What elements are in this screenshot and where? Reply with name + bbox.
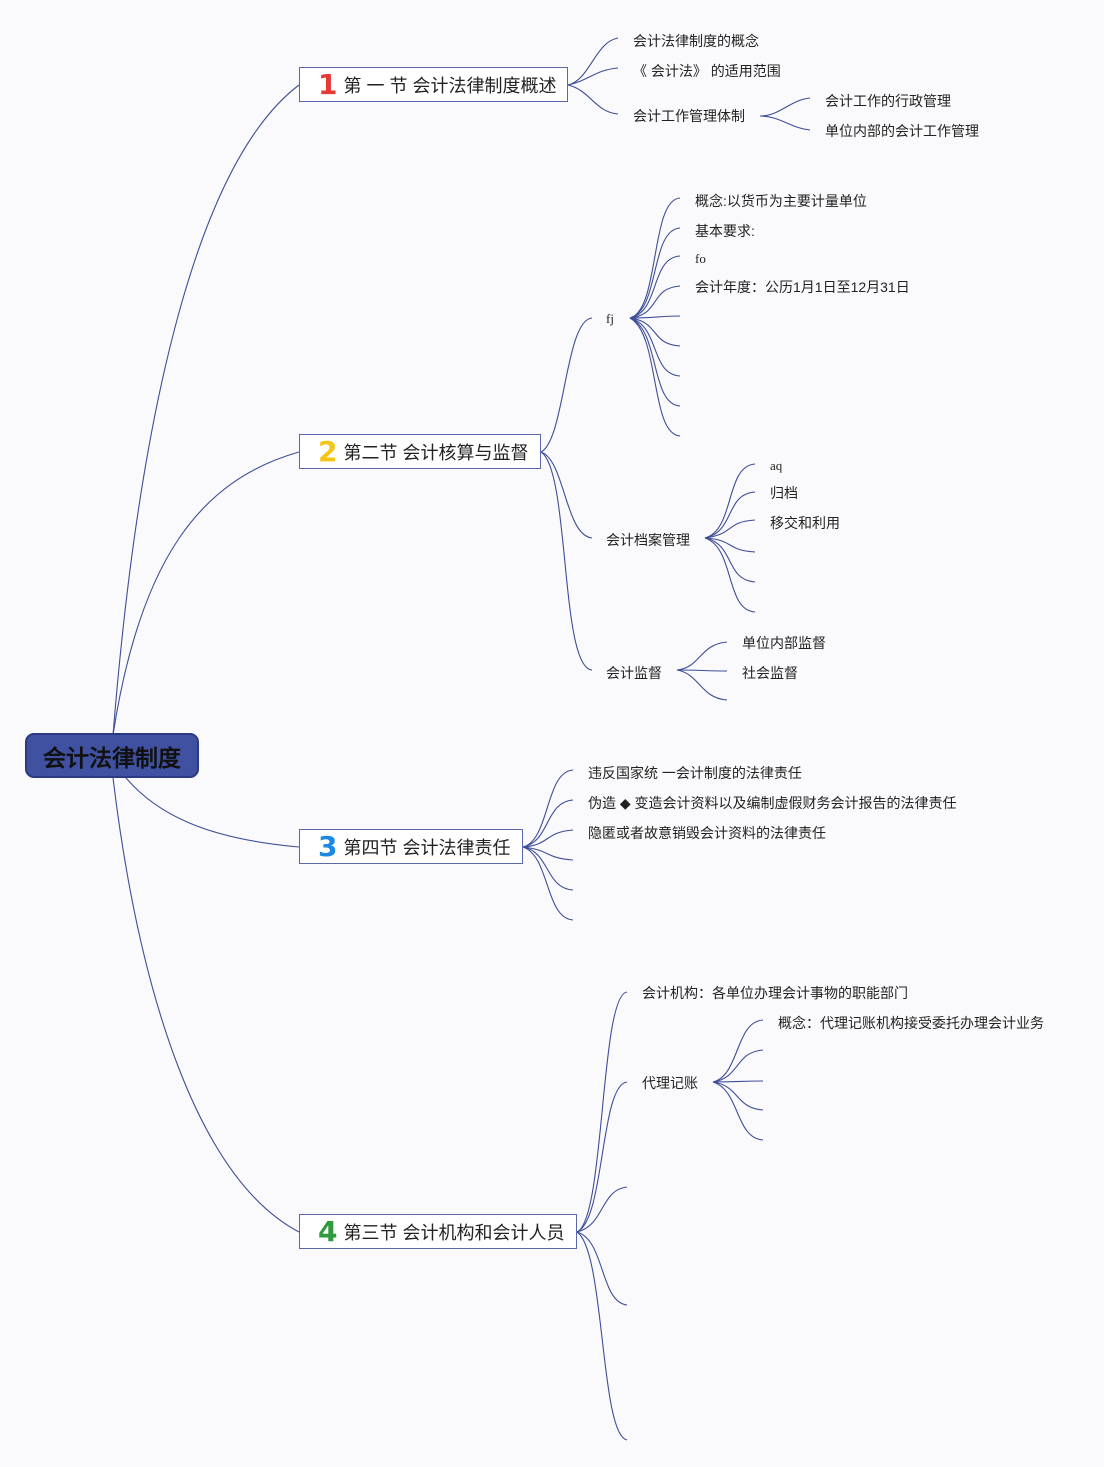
topic-archive-filing[interactable]: 归档 <box>770 485 798 501</box>
topic-fj-fo[interactable]: fo <box>695 251 706 266</box>
topic-concept[interactable]: 会计法律制度的概念 <box>633 33 759 49</box>
topic-liability-3[interactable]: 隐匿或者故意销毁会计资料的法律责任 <box>588 825 826 841</box>
topic-liability-2[interactable]: 伪造 ◆ 变造会计资料以及编制虚假财务会计报告的法律责任 <box>588 795 957 811</box>
topic-scope[interactable]: 《 会计法》 的适用范围 <box>633 63 781 79</box>
root-topic[interactable]: 会计法律制度 <box>25 733 199 778</box>
topic-social-supervision[interactable]: 社会监督 <box>742 665 798 681</box>
topic-admin-management[interactable]: 会计工作的行政管理 <box>825 93 951 109</box>
topic-supervision[interactable]: 会计监督 <box>606 665 662 681</box>
topic-archive-transfer[interactable]: 移交和利用 <box>770 515 840 531</box>
number-3-icon: 3 <box>318 829 338 863</box>
section-4-label: 第三节 会计机构和会计人员 <box>343 1222 565 1243</box>
topic-fj-requirements[interactable]: 基本要求: <box>695 223 755 239</box>
topic-agency-concept[interactable]: 概念：代理记账机构接受委托办理会计业务 <box>778 1015 1044 1031</box>
topic-fj-fiscal-year[interactable]: 会计年度：公历1月1日至12月31日 <box>695 279 910 295</box>
topic-internal-supervision[interactable]: 单位内部监督 <box>742 635 826 651</box>
section-1-node[interactable]: 1 第 一 节 会计法律制度概述 <box>299 67 568 102</box>
topic-management-system[interactable]: 会计工作管理体制 <box>633 108 745 124</box>
number-1-icon: 1 <box>318 67 338 101</box>
topic-agency-bookkeeping[interactable]: 代理记账 <box>642 1075 698 1091</box>
number-4-icon: 4 <box>318 1214 338 1248</box>
section-2-node[interactable]: 2 第二节 会计核算与监督 <box>299 434 541 469</box>
topic-archive-aq[interactable]: aq <box>770 458 783 473</box>
topic-liability-1[interactable]: 违反国家统 一会计制度的法律责任 <box>588 765 802 781</box>
topic-archive-management[interactable]: 会计档案管理 <box>606 532 690 548</box>
section-3-node[interactable]: 3 第四节 会计法律责任 <box>299 829 523 864</box>
topic-fj[interactable]: fj <box>606 311 614 326</box>
topic-internal-management[interactable]: 单位内部的会计工作管理 <box>825 123 979 139</box>
section-2-label: 第二节 会计核算与监督 <box>343 442 529 463</box>
topic-accounting-org[interactable]: 会计机构：各单位办理会计事物的职能部门 <box>642 985 908 1001</box>
section-3-label: 第四节 会计法律责任 <box>343 837 511 858</box>
number-2-icon: 2 <box>318 434 338 468</box>
topic-fj-concept[interactable]: 概念:以货币为主要计量单位 <box>695 193 867 209</box>
section-1-label: 第 一 节 会计法律制度概述 <box>343 75 557 96</box>
section-4-node[interactable]: 4 第三节 会计机构和会计人员 <box>299 1214 577 1249</box>
